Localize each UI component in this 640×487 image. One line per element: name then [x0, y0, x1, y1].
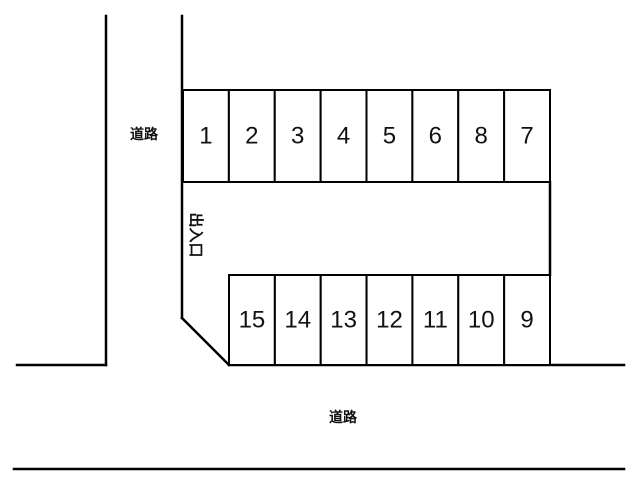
parking-space-6: 6: [411, 89, 460, 183]
parking-space-box: [503, 274, 551, 366]
top-parking-row: 1 2 3 4 5 6 8 7: [182, 89, 551, 183]
parking-space-number: 12: [376, 307, 403, 334]
parking-space-box: [365, 89, 414, 183]
parking-space-box: [319, 274, 368, 366]
parking-space-4: 4: [319, 89, 368, 183]
parking-space-number: 6: [429, 123, 442, 150]
parking-space-number: 5: [383, 123, 396, 150]
parking-space-box: [457, 89, 506, 183]
parking-space-box: [365, 274, 414, 366]
parking-space-7: 7: [503, 89, 551, 183]
parking-space-number: 9: [520, 307, 533, 334]
parking-space-number: 8: [475, 123, 488, 150]
parking-space-number: 1: [199, 123, 212, 150]
parking-space-13: 13: [319, 274, 368, 366]
parking-space-number: 2: [245, 123, 258, 150]
parking-space-box: [503, 89, 551, 183]
parking-space-number: 4: [337, 123, 350, 150]
parking-space-9: 9: [503, 274, 551, 366]
parking-space-14: 14: [273, 274, 322, 366]
parking-space-15: 15: [228, 274, 276, 366]
parking-space-number: 7: [520, 123, 533, 150]
parking-space-number: 10: [468, 307, 495, 334]
parking-space-number: 13: [330, 307, 357, 334]
parking-space-box: [182, 89, 230, 183]
entrance-label: 出入口: [187, 212, 205, 257]
parking-space-10: 10: [457, 274, 506, 366]
bottom-parking-row: 15 14 13 12 11 10 9: [228, 274, 551, 366]
parking-space-11: 11: [411, 274, 460, 366]
parking-space-2: 2: [227, 89, 276, 183]
parking-space-number: 14: [284, 307, 311, 334]
parking-space-box: [319, 89, 368, 183]
parking-space-8: 8: [457, 89, 506, 183]
road-label-west: 道路: [130, 126, 159, 143]
parking-space-box: [457, 274, 506, 366]
road-label-south: 道路: [329, 409, 358, 426]
lot-corner-chamfer: [180, 316, 231, 367]
parking-space-box: [228, 274, 276, 366]
parking-space-number: 3: [291, 123, 304, 150]
parking-space-number: 15: [239, 307, 266, 334]
parking-space-3: 3: [273, 89, 322, 183]
parking-space-box: [273, 274, 322, 366]
parking-space-12: 12: [365, 274, 414, 366]
parking-space-5: 5: [365, 89, 414, 183]
parking-space-1: 1: [182, 89, 230, 183]
parking-space-number: 11: [423, 307, 448, 334]
parking-space-box: [411, 89, 460, 183]
parking-space-box: [411, 274, 460, 366]
